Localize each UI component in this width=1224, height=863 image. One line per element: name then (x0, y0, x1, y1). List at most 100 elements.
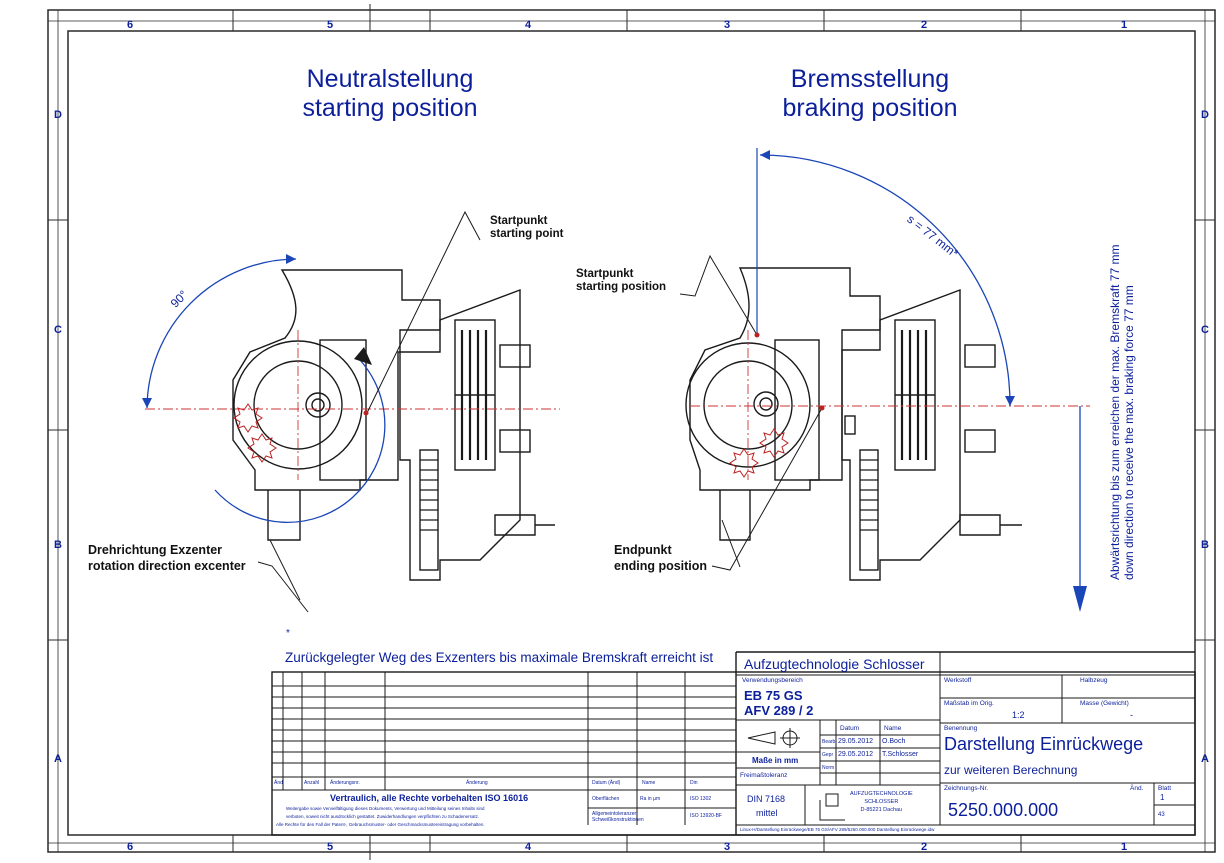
sheet-total: 43 (1158, 812, 1165, 818)
zone-right-b: B (1201, 539, 1209, 551)
drawing-number: 5250.000.000 (948, 800, 1059, 820)
tolerance-label: Freimaßtoleranz (740, 772, 788, 779)
field-scale: Maßstab im Orig. (944, 700, 994, 707)
endpoint-de: Endpunkt (614, 543, 672, 557)
zone-top-1: 1 (1121, 19, 1127, 31)
rotation-direction-label: Drehrichtung Exzenter rotation direction… (88, 542, 246, 574)
zone-bottom-1: 1 (1121, 841, 1127, 853)
footnote: Zurückgelegter Weg des Exzenters bis max… (285, 650, 714, 665)
field-blank: Halbzeug (1080, 677, 1108, 684)
product-2: AFV 289 / 2 (744, 703, 814, 718)
angle-arc-90 (146, 258, 297, 409)
zone-bottom-3: 3 (724, 841, 730, 853)
field-mass: Masse (Gewicht) (1080, 700, 1129, 707)
zone-bottom-2: 2 (921, 841, 927, 853)
zone-top-3: 3 (724, 19, 730, 31)
zone-left-a: A (54, 753, 62, 765)
zone-bottom-6: 6 (127, 841, 133, 853)
zone-left-b: B (54, 539, 62, 551)
sheet-number: 1 (1160, 793, 1165, 802)
zone-left-d: D (54, 109, 62, 121)
drawing-subtitle: zur weiteren Berechnung (944, 763, 1078, 777)
hdr-datum: Datum (840, 725, 860, 732)
logo-text-2: SCHLOSSER (864, 799, 899, 805)
field-rev: Änd. (1130, 785, 1144, 792)
zone-top-5: 5 (327, 19, 333, 31)
inner-frame (67, 30, 1196, 836)
zone-right-a: A (1201, 753, 1209, 765)
field-designation: Benennung (944, 725, 978, 732)
endpoint-en: ending position (614, 559, 708, 573)
confidential-small-3: Alle Rechte für den Fall der Patent-, Ge… (276, 822, 485, 827)
startpoint-left-de: Startpunkt (490, 215, 548, 227)
logo-text-1: AUFZUGTECHNOLOGIE (850, 791, 913, 797)
field-drawing-no: Zeichnungs-Nr. (944, 785, 989, 792)
logo-text: AUFZUGTECHNOLOGIE SCHLOSSER D-85221 Dach… (850, 790, 913, 814)
zone-top-4: 4 (525, 19, 532, 31)
zone-bottom-4: 4 (525, 841, 532, 853)
zone-right-c: C (1201, 324, 1209, 336)
row-bearb: Bearb (822, 739, 836, 745)
field-sheet: Blatt (1158, 785, 1172, 792)
hdr-aend: Änd (274, 780, 283, 786)
zone-right-d: D (1201, 109, 1209, 121)
startpoint-right-de: Startpunkt (576, 268, 634, 280)
confidential-small-2: verboten, soweit nicht ausdrücklich gest… (286, 814, 480, 819)
hdr-aenderung: Änderung (466, 780, 488, 786)
tolerances-label-2: Schweißkonstruktionen (592, 817, 644, 823)
startpoint-right-en: starting position (576, 281, 667, 293)
name-2: T.Schlosser (882, 751, 919, 758)
hdr-name: Name (884, 725, 902, 732)
vertical-note-de: Abwärtsrichtung bis zum erreichen der ma… (1108, 244, 1122, 580)
zone-bottom-5: 5 (327, 841, 333, 853)
heading-right-en: braking position (782, 94, 958, 122)
logo-text-3: D-85221 Dachau (860, 807, 903, 813)
heading-left-de: Neutralstellung (306, 65, 474, 93)
footnote-mark: * (286, 628, 290, 639)
zone-top-2: 2 (921, 19, 927, 31)
heading-left: Neutralstellung starting position (250, 65, 530, 123)
heading-left-en: starting position (302, 94, 478, 122)
row-gepr: Gepr (822, 752, 834, 758)
drawing-title: Darstellung Einrückwege (944, 734, 1144, 754)
mass: - (1130, 710, 1133, 720)
hdr-datum-aend: Datum (Änd) (592, 780, 621, 786)
zone-left-c: C (54, 324, 62, 336)
iso-13920: ISO 13920-BF (690, 813, 722, 819)
startpoint-left-en: starting point (490, 228, 564, 240)
vertical-note: Abwärtsrichtung bis zum erreichen der ma… (1108, 240, 1136, 580)
zone-top-6: 6 (127, 19, 133, 31)
file-path: Linux-H/Darstellung Einrückwege/EB 75 GS… (740, 827, 935, 832)
surface-label: Oberflächen (592, 796, 620, 802)
field-usage: Verwendungsbereich (742, 677, 803, 684)
iso-1302: ISO 1302 (690, 796, 712, 802)
din-standard: DIN 7168 (747, 794, 786, 804)
scale: 1:2 (1012, 710, 1025, 720)
row-norm: Norm (822, 765, 835, 771)
left-assembly (232, 269, 555, 581)
heading-right: Bremsstellung braking position (730, 65, 1010, 123)
date-2: 29.05.2012 (838, 751, 874, 758)
tolerances-label-1: Allgemeintoleranzen (592, 811, 638, 817)
hdr-aenderungsnr: Änderungsnr. (330, 780, 360, 786)
hdr-anzahl: Anzahl (304, 780, 320, 786)
product-1: EB 75 GS (744, 688, 803, 703)
title-block (271, 651, 1196, 836)
name-1: O.Boch (882, 738, 906, 745)
startpoint-left-label: Startpunkt starting point (490, 215, 563, 241)
hdr-name-aend: Name (642, 780, 656, 786)
startpoint-right-label: Startpunkt starting position (576, 268, 666, 294)
date-1: 29.05.2012 (838, 738, 874, 745)
endpoint-label: Endpunkt ending position (614, 542, 707, 574)
heading-right-de: Bremsstellung (790, 65, 950, 93)
units-label: Maße in mm (752, 756, 799, 765)
din-class: mittel (756, 808, 778, 818)
vertical-note-en: down direction to receive the max. braki… (1122, 285, 1136, 580)
confidential-small-1: Weitergabe sowie Vervielfältigung dieses… (286, 806, 485, 811)
right-assembly (685, 267, 1022, 581)
rotation-arc (214, 359, 386, 524)
confidential-note: Vertraulich, alle Rechte vorbehalten ISO… (330, 793, 529, 803)
surface-value: Ra in µm (640, 796, 661, 802)
outer-frame (47, 9, 1216, 853)
